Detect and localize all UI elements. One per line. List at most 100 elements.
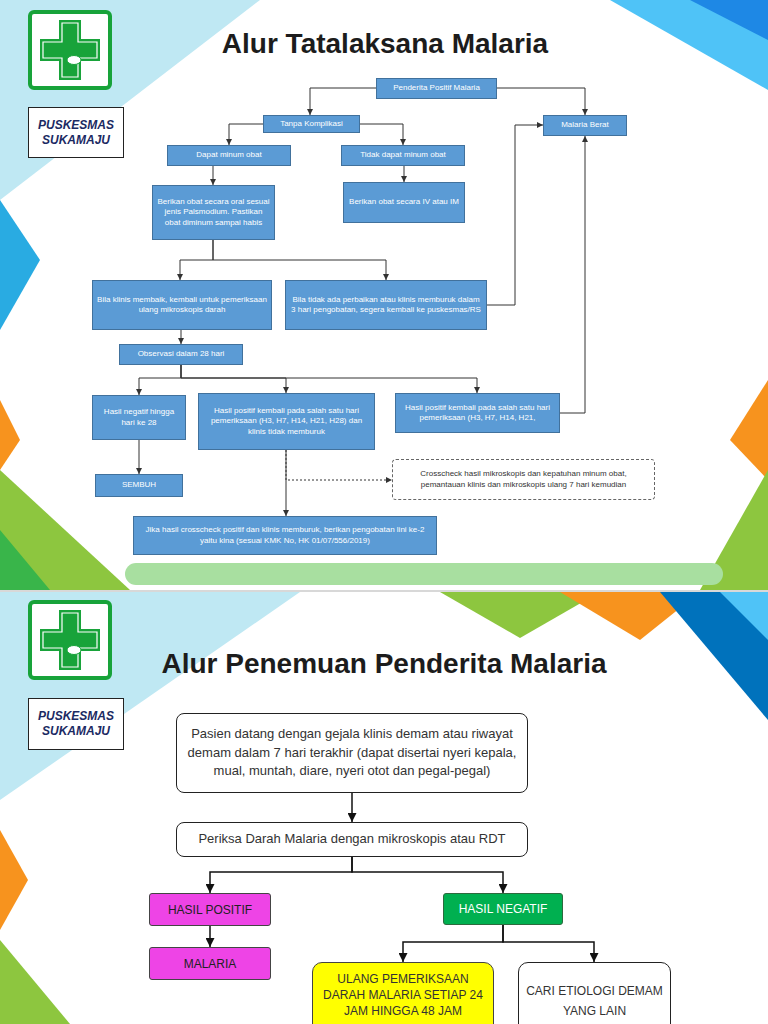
flow-arrow — [360, 124, 403, 145]
box-text: Bila klinis membaik, kembali untuk pemer… — [97, 295, 267, 316]
process-box: Tidak dapat minum obat — [341, 145, 465, 166]
logo-cross-line — [43, 613, 97, 667]
box-text: Hasil negatif hingga hari ke 28 — [97, 407, 181, 428]
logo-cross-line — [43, 23, 97, 77]
box-text: PUSKESMAS SUKAMAJU — [31, 709, 121, 739]
box-text: SEMBUH — [122, 480, 156, 490]
action-box: CARI ETIOLOGI DEMAM YANG LAIN — [518, 962, 671, 1024]
dotted-connector — [286, 450, 392, 480]
bg-shape — [720, 592, 768, 640]
box-text: Periksa Darah Malaria dengan mikroskopis… — [198, 830, 505, 849]
result-box: MALARIA — [149, 947, 271, 980]
flow-arrow — [351, 793, 353, 822]
box-text: Bila tidak ada perbaikan atau klinis mem… — [290, 295, 482, 316]
flow-arrow — [286, 450, 287, 516]
flow-arrow — [404, 166, 405, 182]
process-box: Hasil positif kembali pada salah satu ha… — [198, 393, 375, 450]
box-text: Dapat minum obat — [196, 150, 261, 160]
flow-arrow — [181, 365, 477, 393]
box-text: PUSKESMAS SUKAMAJU — [31, 118, 121, 148]
flow-arrow — [497, 88, 585, 115]
action-box: ULANG PEMERIKSAAN DARAH MALARIA SETIAP 2… — [312, 962, 494, 1024]
note-box: Crosscheck hasil mikroskopis dan kepatuh… — [392, 459, 655, 500]
process-box: Tanpa Komplikasi — [263, 115, 360, 133]
result-box: HASIL POSITIF — [149, 893, 271, 926]
bg-shape — [0, 530, 50, 590]
flow-arrow — [139, 365, 181, 395]
flow-arrow — [352, 857, 503, 893]
slide-title: Alur Tatalaksana Malaria — [150, 28, 620, 60]
flow-arrow — [503, 925, 594, 962]
flow-arrow — [209, 926, 211, 947]
flow-arrow — [181, 365, 286, 393]
process-box: Bila klinis membaik, kembali untuk pemer… — [92, 280, 272, 330]
box-text: Penderita Positif Malaria — [393, 83, 480, 93]
box-text: Berikan obat secara IV atau IM — [349, 197, 459, 207]
logo-cross — [40, 610, 100, 670]
bg-shape — [0, 400, 20, 470]
process-box: Malaria Berat — [543, 115, 627, 136]
title-text: Alur Tatalaksana Malaria — [222, 28, 548, 59]
flow-arrow — [139, 440, 140, 474]
flow-arrow — [213, 166, 214, 185]
flow-arrow — [213, 240, 386, 280]
org-name-box: PUSKESMAS SUKAMAJU — [28, 698, 124, 750]
org-name-box: PUSKESMAS SUKAMAJU — [28, 107, 124, 158]
box-text: Hasil positif kembali pada salah satu ha… — [203, 406, 370, 437]
box-text: Jika hasil crosscheck positif dan klinis… — [138, 525, 432, 546]
box-text: CARI ETIOLOGI DEMAM YANG LAIN — [525, 981, 664, 1021]
process-box: Hasil positif kembali pada salah satu ha… — [395, 393, 560, 433]
logo-mark — [67, 646, 81, 655]
flow-arrow — [403, 925, 503, 962]
bg-shape — [610, 0, 768, 90]
process-box: Hasil negatif hingga hari ke 28 — [92, 395, 186, 440]
box-text: ULANG PEMERIKSAAN DARAH MALARIA SETIAP 2… — [319, 971, 487, 1019]
logo — [30, 602, 110, 678]
box-text: Tanpa Komplikasi — [280, 119, 343, 129]
process-box: SEMBUH — [95, 474, 183, 497]
slide-title: Alur Penemuan Penderita Malaria — [100, 648, 668, 680]
box-text: HASIL NEGATIF — [459, 902, 548, 916]
process-box: Observasi dalam 28 hari — [119, 344, 243, 365]
box-text: MALARIA — [184, 957, 237, 971]
box-text: Berikan obat secara oral sesuai jenis Pa… — [157, 197, 270, 228]
process-box: Periksa Darah Malaria dengan mikroskopis… — [176, 822, 528, 857]
flow-arrow — [229, 124, 263, 145]
bg-shape — [660, 592, 768, 720]
flow-arrow — [310, 88, 376, 115]
logo-frame — [30, 602, 110, 678]
box-text: Hasil positif kembali pada salah satu ha… — [400, 403, 555, 424]
process-box: Berikan obat secara oral sesuai jenis Pa… — [152, 185, 275, 240]
bg-shape — [0, 940, 70, 1024]
process-box: Jika hasil crosscheck positif dan klinis… — [133, 516, 437, 555]
flow-arrow — [487, 125, 543, 305]
logo-cross — [40, 20, 100, 80]
flow-arrow — [210, 857, 352, 893]
process-box: Dapat minum obat — [167, 145, 291, 166]
box-text: Observasi dalam 28 hari — [138, 349, 225, 359]
box-text: Malaria Berat — [561, 120, 609, 130]
box-text: HASIL POSITIF — [168, 903, 252, 917]
box-text: Pasien datang dengan gejala klinis demam… — [187, 725, 517, 782]
bg-shape — [730, 380, 768, 480]
result-box: HASIL NEGATIF — [443, 893, 563, 925]
logo-frame — [30, 12, 110, 88]
flow-arrow — [560, 136, 585, 413]
bg-shape — [0, 0, 260, 200]
logo-mark — [67, 56, 81, 65]
green-bar — [125, 563, 723, 585]
slide-separator — [0, 590, 768, 592]
box-text: Crosscheck hasil mikroskopis dan kepatuh… — [399, 469, 648, 491]
flow-arrow — [181, 330, 182, 344]
bg-shape — [690, 0, 768, 40]
bg-shape — [0, 200, 40, 330]
process-box: Bila tidak ada perbaikan atau klinis mem… — [285, 280, 487, 330]
process-box: Pasien datang dengan gejala klinis demam… — [176, 713, 528, 793]
process-box: Penderita Positif Malaria — [376, 78, 497, 99]
process-box: Berikan obat secara IV atau IM — [343, 182, 465, 223]
title-text: Alur Penemuan Penderita Malaria — [161, 648, 606, 679]
box-text: Tidak dapat minum obat — [360, 150, 446, 160]
flow-arrow — [180, 240, 213, 280]
logo — [30, 12, 110, 88]
